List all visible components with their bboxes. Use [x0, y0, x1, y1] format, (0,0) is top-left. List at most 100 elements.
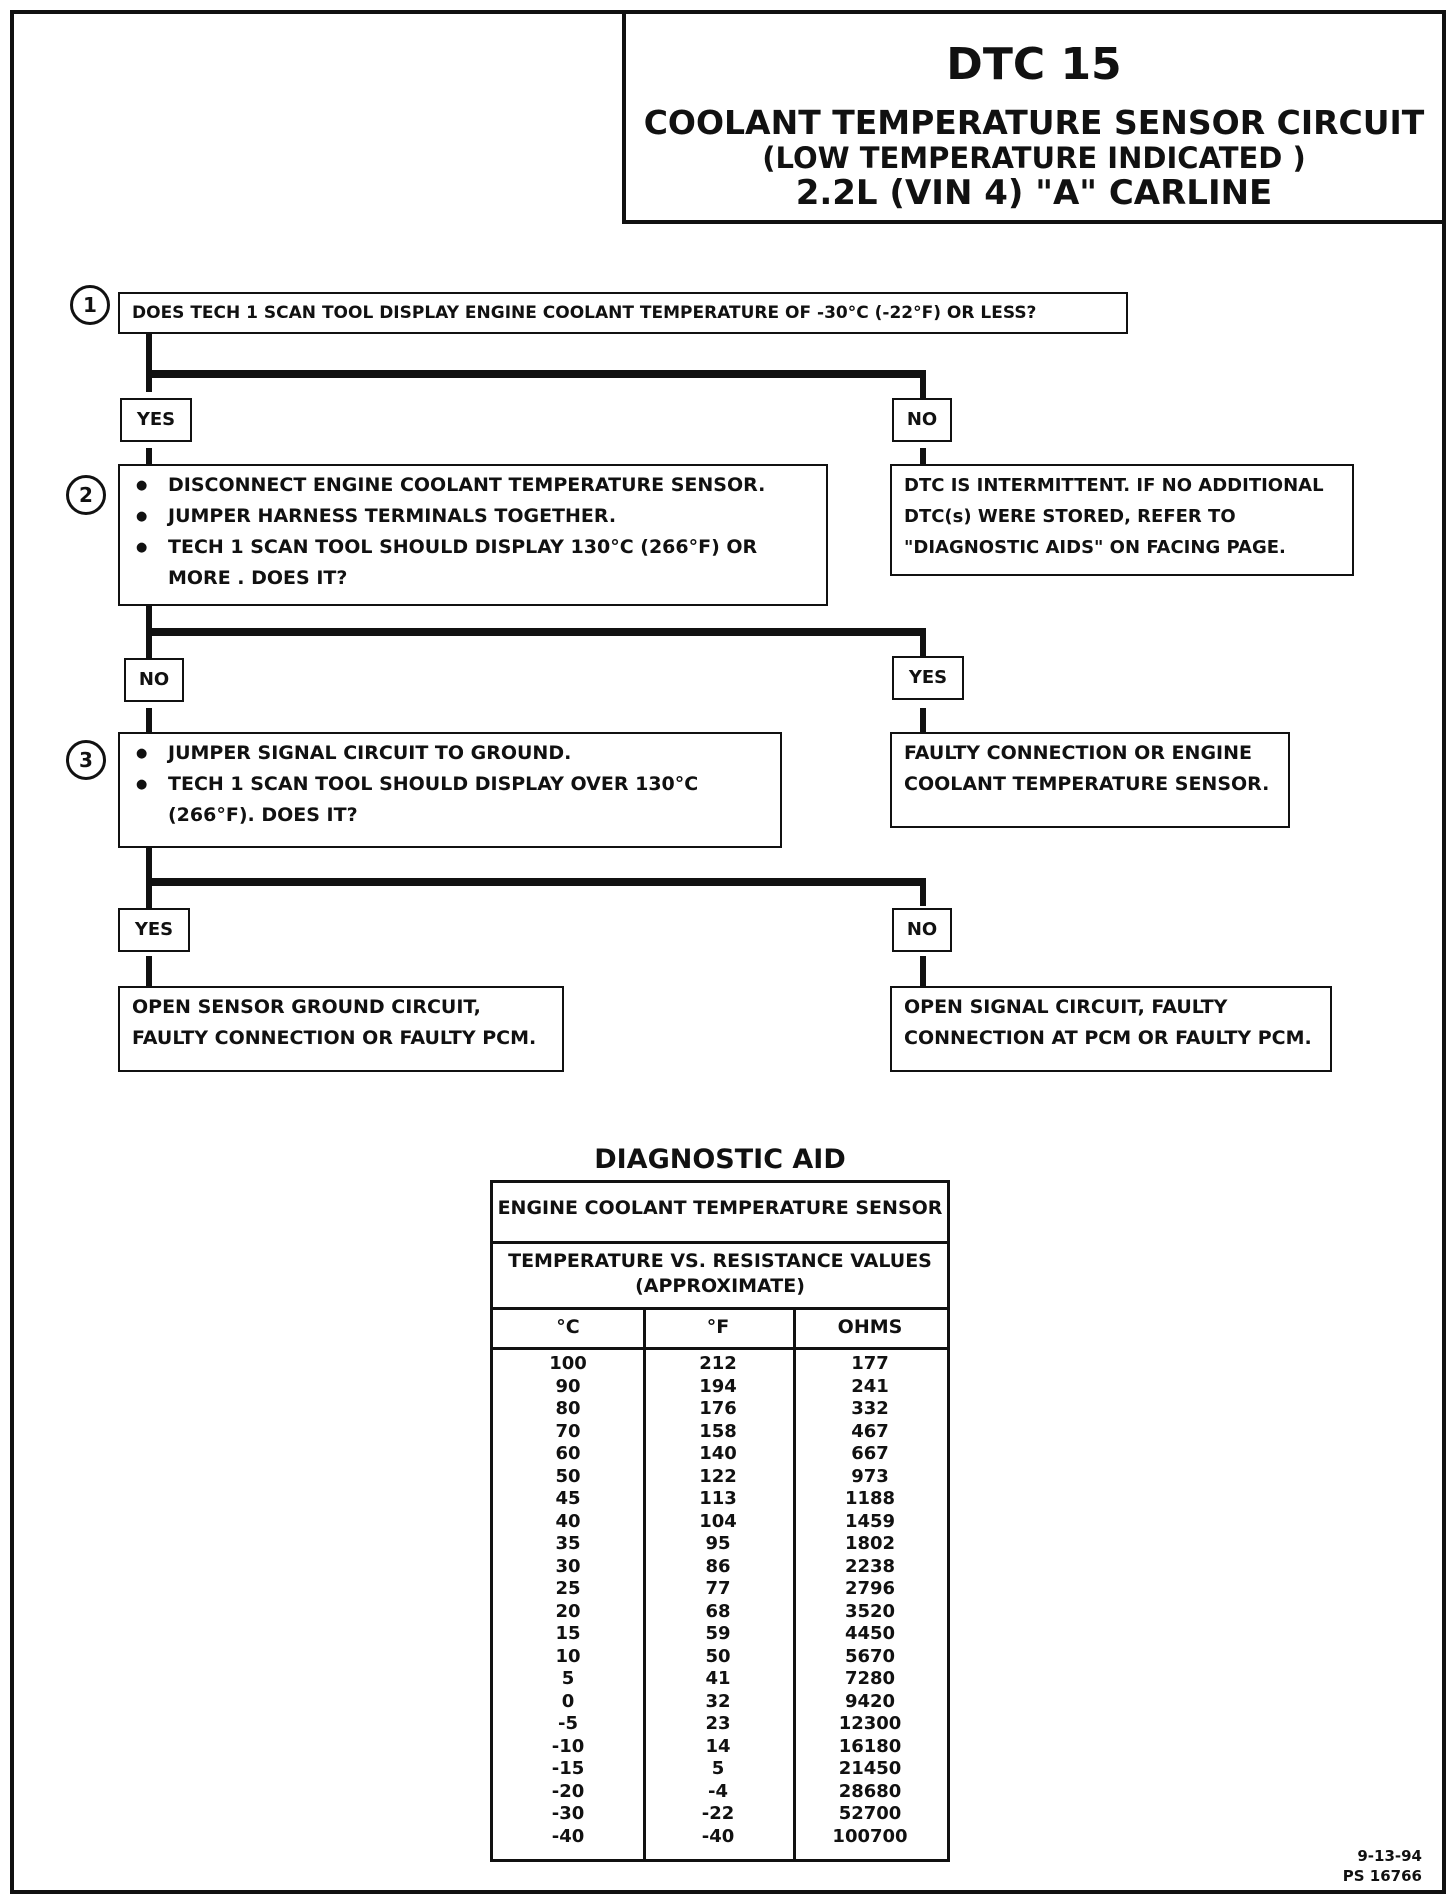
table-cell: 176	[699, 1398, 737, 1419]
table-cell: 21450	[838, 1758, 902, 1779]
connector	[146, 370, 926, 378]
step-2-yes-result: FAULTY CONNECTION OR ENGINE COOLANT TEMP…	[890, 732, 1290, 828]
table-cell: 104	[699, 1510, 737, 1532]
table-cell: 32	[705, 1690, 731, 1712]
table-cell: 12300	[838, 1713, 902, 1734]
document-code: 9-13-94 PS 16766	[1343, 1846, 1422, 1886]
table-cell: 95	[705, 1533, 731, 1554]
title-line-3: 2.2L (VIN 4) "A" CARLINE	[795, 173, 1273, 213]
table-cell: 973	[851, 1465, 889, 1487]
table-cell: 140	[699, 1443, 737, 1464]
table-cell: 15	[555, 1623, 581, 1644]
connector	[920, 370, 926, 398]
table-cell: 41	[705, 1668, 731, 1689]
table-cell: -4	[708, 1780, 728, 1802]
step-3-bullet: JUMPER SIGNAL CIRCUIT TO GROUND.	[132, 738, 768, 769]
table-cell: 90	[555, 1375, 581, 1397]
table-cell: 40	[555, 1510, 581, 1532]
table-cell: 10	[555, 1645, 581, 1667]
step-3-no-label: NO	[892, 908, 952, 952]
table-cell: 77	[705, 1578, 731, 1599]
step-3-yes-label: YES	[118, 908, 190, 952]
table-cell: 28680	[838, 1780, 902, 1802]
table-cell: 1802	[844, 1533, 896, 1554]
table-cell: 7280	[844, 1668, 896, 1689]
table-header-values: TEMPERATURE VS. RESISTANCE VALUES	[508, 1250, 932, 1272]
table-cell: 122	[699, 1465, 737, 1487]
step-2-bullet: TECH 1 SCAN TOOL SHOULD DISPLAY 130°C (2…	[132, 532, 814, 594]
connector	[146, 628, 926, 636]
document-ref: PS 16766	[1342, 1867, 1422, 1885]
table-cell: 52700	[838, 1803, 902, 1824]
table-cell: 194	[699, 1375, 737, 1397]
connector	[146, 448, 152, 466]
diagnostic-aid-table: ENGINE COOLANT TEMPERATURE SENSOR TEMPER…	[490, 1180, 950, 1862]
table-cell: 100	[549, 1353, 587, 1374]
column-header-ohms: OHMS	[837, 1316, 903, 1338]
table-cell: 467	[851, 1420, 889, 1442]
step-3-number: 3	[66, 740, 106, 780]
table-cell: 70	[555, 1420, 581, 1442]
table-cell: 2796	[844, 1578, 896, 1599]
step-3-bullet: TECH 1 SCAN TOOL SHOULD DISPLAY OVER 130…	[132, 769, 768, 831]
table-cell: 30	[555, 1555, 581, 1577]
table-cell: -40	[551, 1825, 585, 1847]
column-divider	[643, 1307, 646, 1862]
connector	[920, 628, 926, 656]
table-cell: 50	[705, 1645, 731, 1667]
step-2-bullet: JUMPER HARNESS TERMINALS TOGETHER.	[132, 501, 814, 532]
table-cell: -40	[701, 1825, 735, 1847]
step-3-instructions: JUMPER SIGNAL CIRCUIT TO GROUND. TECH 1 …	[118, 732, 782, 848]
table-divider	[493, 1307, 947, 1310]
table-header-approx: (APPROXIMATE)	[635, 1275, 805, 1297]
table-cell: -30	[551, 1803, 585, 1824]
table-cell: 59	[705, 1623, 731, 1644]
table-cell: 14	[705, 1735, 731, 1757]
diagnostic-aid-title: DIAGNOSTIC AID	[594, 1144, 846, 1175]
step-2-yes-label: YES	[892, 656, 964, 700]
table-cell: 5	[711, 1758, 725, 1779]
table-cell: 113	[699, 1488, 737, 1509]
table-header-sensor: ENGINE COOLANT TEMPERATURE SENSOR	[497, 1197, 943, 1219]
connector	[920, 708, 926, 732]
table-cell: 158	[699, 1420, 737, 1442]
table-cell: 5	[561, 1668, 575, 1689]
table-cell: 241	[851, 1375, 889, 1397]
dtc-code: DTC 15	[946, 39, 1122, 90]
table-cell: 25	[555, 1578, 581, 1599]
table-cell: 60	[555, 1443, 581, 1464]
table-cell: 9420	[844, 1690, 896, 1712]
table-cell: -15	[551, 1758, 585, 1779]
table-cell: -5	[558, 1713, 578, 1734]
step-1-question: DOES TECH 1 SCAN TOOL DISPLAY ENGINE COO…	[118, 292, 1128, 334]
step-3-yes-result: OPEN SENSOR GROUND CIRCUIT, FAULTY CONNE…	[118, 986, 564, 1072]
table-cell: 23	[705, 1713, 731, 1734]
table-cell: 35	[555, 1533, 581, 1554]
table-cell: 80	[555, 1398, 581, 1419]
step-2-instructions: DISCONNECT ENGINE COOLANT TEMPERATURE SE…	[118, 464, 828, 606]
connector	[146, 708, 152, 732]
connector	[146, 332, 152, 392]
step-1-number: 1	[70, 285, 110, 325]
table-cell: 16180	[838, 1735, 902, 1757]
step-3-no-result: OPEN SIGNAL CIRCUIT, FAULTY CONNECTION A…	[890, 986, 1332, 1072]
step-2-bullet: DISCONNECT ENGINE COOLANT TEMPERATURE SE…	[132, 470, 814, 501]
connector	[146, 956, 152, 988]
table-cell: 332	[851, 1398, 889, 1419]
table-divider	[493, 1347, 947, 1350]
table-cell: 45	[555, 1488, 581, 1509]
title-line-1: COOLANT TEMPERATURE SENSOR CIRCUIT	[643, 103, 1425, 142]
table-cell: 177	[851, 1353, 889, 1374]
table-cell: 3520	[844, 1600, 896, 1622]
connector	[920, 878, 926, 906]
connector	[146, 878, 926, 886]
table-cell: 86	[705, 1555, 731, 1577]
connector	[920, 956, 926, 988]
column-header-fahrenheit: °F	[706, 1316, 730, 1338]
step-1-no-result: DTC IS INTERMITTENT. IF NO ADDITIONAL DT…	[890, 464, 1354, 576]
table-cell: 4450	[844, 1623, 896, 1644]
table-cell: -20	[551, 1780, 585, 1802]
